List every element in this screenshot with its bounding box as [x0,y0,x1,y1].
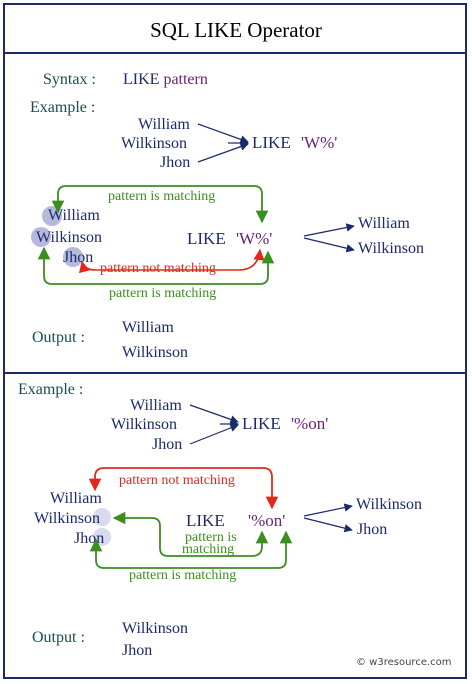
s2-output-wilkinson: Wilkinson [122,620,189,637]
s1-input-arrows [197,123,249,163]
s1-like-expression: LIKE 'W%' [252,134,337,151]
s2-like-expression: LIKE '%on' [242,415,328,432]
s1-highlight-wilkinson [31,227,51,247]
s2-not-match-loop [88,467,279,510]
syntax-keyword: LIKE [123,71,160,88]
s2-result-jhon: Jhon [357,521,388,538]
s2-output-jhon: Jhon [122,642,153,659]
s2-operator: LIKE [242,414,281,433]
s1-match-loop-top [51,185,269,224]
example-label-1: Example : [30,99,96,116]
s2-result-arrows [303,503,353,533]
s1-not-match-arrow [79,248,265,274]
s1-label-match-bottom: pattern is matching [109,286,217,301]
s1-output-wilkinson: Wilkinson [122,344,189,361]
output-label-2: Output : [32,629,85,646]
s1-name-jhon: Jhon [160,154,191,171]
s1-result-william: William [358,215,410,232]
s1-diagram-pattern: 'W%' [235,229,273,248]
s1-diagram-wilkinson: Wilkinson [36,229,103,246]
example-label-2: Example : [18,381,84,398]
s2-name-william: William [130,397,182,414]
syntax-label: Syntax : [43,71,96,88]
s2-match-outer-loop [89,530,293,569]
s1-name-william: William [138,116,190,133]
s2-match-inner-loop [112,511,269,557]
syntax-arg: pattern [163,71,208,88]
s1-output-william: William [122,319,174,336]
s1-diagram-like-expression: LIKE 'W%' [187,230,272,247]
s2-pattern: '%on' [290,414,329,433]
title-divider [5,52,465,54]
s2-result-wilkinson: Wilkinson [356,496,423,513]
s1-match-loop-bottom [37,246,275,285]
s1-pattern: 'W%' [300,133,338,152]
s2-label-match-bottom: pattern is matching [129,568,237,583]
syntax-expression: LIKE pattern [123,72,208,88]
s1-operator: LIKE [252,133,291,152]
s1-result-arrows [303,223,355,253]
s2-name-jhon: Jhon [152,436,183,453]
s2-name-wilkinson: Wilkinson [111,416,178,433]
s1-name-wilkinson: Wilkinson [121,135,188,152]
title: SQL LIKE Operator [150,18,322,42]
s2-diagram-wilkinson: Wilkinson [34,510,101,527]
s1-diagram-operator: LIKE [187,229,226,248]
footer-credit: © w3resource.com [356,657,452,668]
output-label-1: Output : [32,329,85,346]
s2-highlight-wilkinson [93,508,111,526]
s1-label-match-top: pattern is matching [108,189,216,204]
s1-result-wilkinson: Wilkinson [358,240,425,257]
section-divider [5,372,465,374]
s2-input-arrows [189,404,239,445]
diagram-frame [3,3,467,679]
